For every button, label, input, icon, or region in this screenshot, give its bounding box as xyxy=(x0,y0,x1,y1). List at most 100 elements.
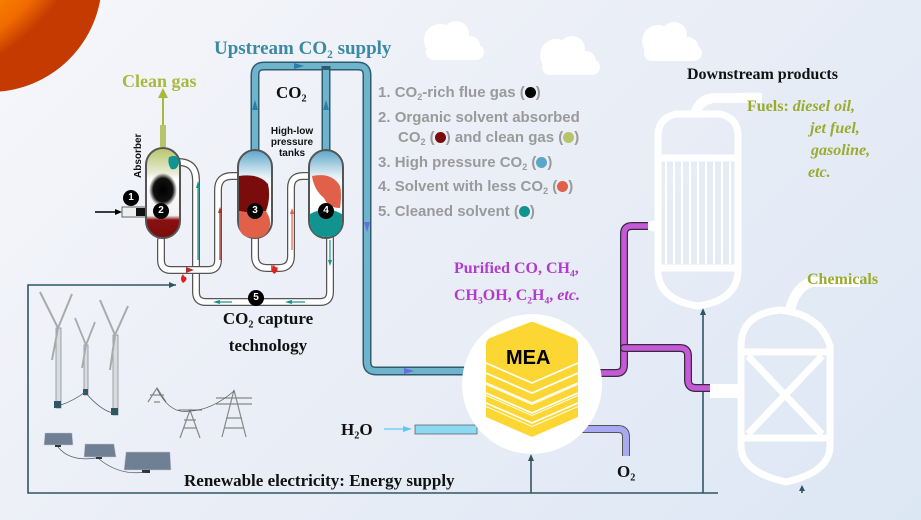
purified-text: CH xyxy=(454,287,478,305)
product-pipe xyxy=(594,222,716,392)
fuels-label: Fuels: diesel oil, jet fuel, gasoline, e… xyxy=(747,96,870,184)
capture-text: capture xyxy=(253,309,314,328)
legend-dot-teal xyxy=(518,206,530,218)
legend-item: 3. High pressure CO2 () xyxy=(378,153,580,178)
title-text: supply xyxy=(332,38,392,59)
tanks-label-line: pressure xyxy=(270,137,314,148)
clean-gas-label: Clean gas xyxy=(122,71,197,91)
title-text: Upstream CO xyxy=(214,38,328,59)
o2-text: O xyxy=(617,462,631,481)
legend-text: -rich flue gas ( xyxy=(422,84,525,101)
fuel-item: jet fuel, xyxy=(810,120,860,137)
flue-gas-inlet xyxy=(95,206,149,218)
subscript: 3 xyxy=(478,295,483,307)
arrow-icon xyxy=(169,282,805,491)
renewable-electricity-label: Renewable electricity: Energy supply xyxy=(184,471,455,490)
legend-item: CO2 ( ) and clean gas () xyxy=(378,128,580,153)
mea-label: MEA xyxy=(506,347,551,369)
mea-electrolyzer xyxy=(462,314,602,454)
legend-dot-darkred xyxy=(434,132,446,144)
sun-icon xyxy=(0,0,101,92)
fuel-reactor-icon xyxy=(654,93,762,310)
o2-label: O2 xyxy=(617,463,635,484)
step-5-marker: 5 xyxy=(253,292,259,303)
purified-products-label: Purified CO, CH4, CH3OH, C2H4, etc. xyxy=(454,258,580,313)
step-4-marker: 4 xyxy=(323,205,329,216)
subscript: 2 xyxy=(527,295,533,307)
subscript: 2 xyxy=(630,472,636,484)
low-pressure-tank xyxy=(308,149,344,239)
fuel-item: gasoline, xyxy=(811,142,871,159)
purified-text: H xyxy=(532,287,545,305)
legend-item: 1. CO2-rich flue gas () xyxy=(378,83,580,108)
chemical-reactor-icon xyxy=(737,277,860,486)
legend-text: Solvent with less CO xyxy=(394,178,544,196)
legend-text: High pressure CO xyxy=(394,153,523,171)
purified-text: etc. xyxy=(557,287,580,305)
legend-item: 5. Cleaned solvent () xyxy=(378,202,580,223)
tanks-label: High-low pressure tanks xyxy=(264,126,320,159)
clean-gas-arrow xyxy=(158,88,168,148)
upstream-co2-pipe xyxy=(250,61,470,376)
legend-text: CO xyxy=(398,129,421,147)
fuel-item: etc. xyxy=(808,164,831,181)
legend-text: ) xyxy=(574,129,580,147)
fuels-heading: Fuels: xyxy=(747,98,789,115)
tanks-label-line: High-low xyxy=(270,126,314,137)
legend-text: ( xyxy=(425,129,435,147)
high-pressure-tank xyxy=(237,149,273,239)
flame-icon xyxy=(181,265,278,283)
absorber-label: Absorber xyxy=(133,133,144,178)
subscript: 4 xyxy=(570,268,575,280)
legend-text: ) xyxy=(547,153,553,171)
co2-label: CO2 xyxy=(276,84,307,105)
legend-num: 5. xyxy=(378,203,391,221)
capture-tech-label: CO2 capture technology xyxy=(212,309,324,356)
solar-panel-icon xyxy=(43,432,172,474)
step-3-marker: 3 xyxy=(252,205,258,216)
legend-num: 1. xyxy=(378,84,391,101)
subscript: 2 xyxy=(354,430,360,442)
downstream-title: Downstream products xyxy=(687,66,838,83)
chemicals-label: Chemicals xyxy=(807,271,879,288)
capture-text: technology xyxy=(228,335,308,355)
co2-text: CO xyxy=(276,83,302,102)
legend-text: ) xyxy=(568,178,574,196)
legend-item: 4. Solvent with less CO2 () xyxy=(378,177,580,202)
legend-text: ) xyxy=(535,84,541,101)
legend-num: 4. xyxy=(378,178,391,196)
legend-item: 2. Organic solvent absorbed xyxy=(378,108,580,129)
absorber-vessel xyxy=(145,147,181,239)
subscript: 2 xyxy=(248,319,254,331)
solvent-pipes xyxy=(157,158,334,306)
legend-text: Organic solvent absorbed xyxy=(394,108,580,126)
legend: 1. CO2-rich flue gas () 2. Organic solve… xyxy=(378,83,580,223)
legend-text: ( xyxy=(527,153,537,171)
legend-dot-green xyxy=(563,132,575,144)
purified-text: Purified CO, CH xyxy=(454,260,570,277)
legend-num: 3. xyxy=(378,153,391,171)
purified-text: OH, C xyxy=(482,287,528,305)
subscript: 2 xyxy=(417,92,423,103)
subscript: 2 xyxy=(420,137,426,148)
purified-text: , xyxy=(549,287,558,305)
legend-dot-orange xyxy=(557,181,569,193)
upstream-co2-title: Upstream CO2 supply xyxy=(214,39,391,61)
legend-text: ) and clean gas ( xyxy=(445,129,564,147)
fuel-item: diesel oil, xyxy=(792,98,855,115)
flow-arrow-icon xyxy=(252,63,414,374)
subscript: 4 xyxy=(544,295,550,307)
subscript: 2 xyxy=(327,48,333,61)
power-tower-icon xyxy=(147,386,252,439)
purified-text: , xyxy=(574,260,579,277)
h2o-label: H2O xyxy=(341,421,373,442)
inlet-nozzle xyxy=(648,219,660,233)
inlet-nozzle xyxy=(710,384,742,398)
cloud-icon xyxy=(424,21,702,75)
legend-num: 2. xyxy=(378,108,391,126)
h2o-text: O xyxy=(359,420,373,439)
step-marker xyxy=(123,190,334,306)
h2o-text: H xyxy=(341,420,355,439)
fuel-reactor-tubes xyxy=(665,162,731,264)
